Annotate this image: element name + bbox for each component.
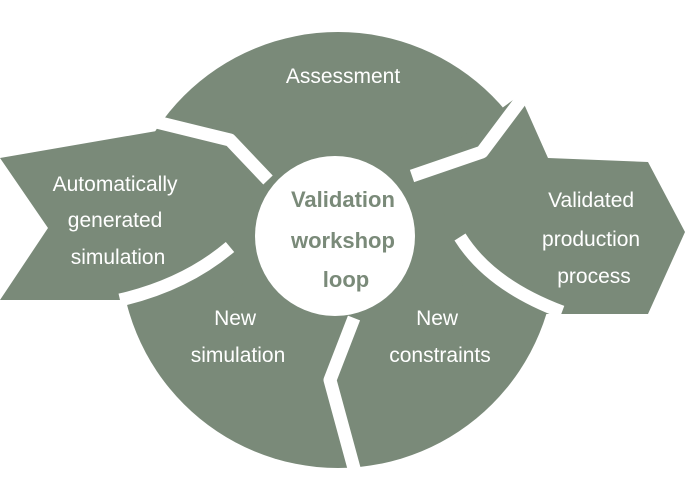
input-label-line: simulation [71, 246, 166, 269]
new-simulation-label-line: New [214, 307, 257, 330]
separator-assessment-output [409, 88, 533, 183]
center-hub [255, 156, 415, 316]
center-label-line: workshop [290, 228, 395, 253]
separator-newsim-newconstraints [323, 315, 362, 474]
center-label-line: loop [323, 267, 369, 292]
output-label-line: Validated [548, 189, 634, 212]
new-constraints-label: New constraints [389, 307, 491, 367]
new-constraints-label-line: New [416, 307, 459, 330]
separator-input-newsim [118, 242, 235, 307]
center-label-line: Validation [291, 187, 395, 212]
new-constraints-label-line: constraints [389, 344, 491, 367]
input-label-line: Automatically [53, 173, 178, 196]
output-label-line: process [557, 265, 631, 288]
separator-assessment-input [138, 111, 273, 185]
output-label: Validated production process [542, 189, 646, 288]
new-simulation-label: New simulation [191, 307, 286, 367]
assessment-label: Assessment [286, 65, 401, 88]
separator-output-newconstraints [454, 233, 565, 319]
assessment-label-line: Assessment [286, 65, 401, 88]
output-label-line: production [542, 228, 640, 251]
segment-separators [118, 88, 565, 474]
input-label: Automatically generated simulation [53, 173, 184, 269]
input-arrow-shape [0, 118, 265, 300]
input-label-line: generated [68, 209, 163, 232]
output-arrow-shape [430, 95, 685, 314]
new-simulation-label-line: simulation [191, 344, 286, 367]
center-label: Validation workshop loop [290, 187, 401, 292]
